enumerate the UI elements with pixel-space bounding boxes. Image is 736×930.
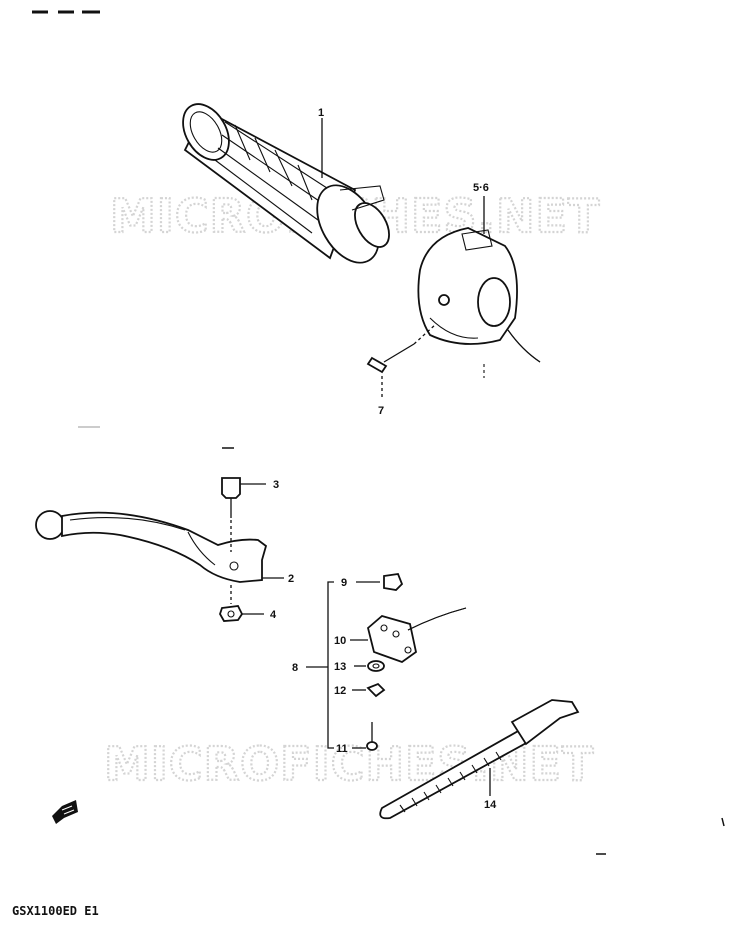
- lock-washer-part: [352, 682, 386, 698]
- callout-1: 1: [318, 107, 324, 119]
- callout-5-6: 5·6: [473, 182, 489, 194]
- callout-4: 4: [270, 609, 277, 621]
- callout-3: 3: [273, 479, 279, 491]
- stop-switch-part: [350, 607, 467, 664]
- pivot-bolt-part: [221, 477, 241, 604]
- washer-part: [354, 660, 385, 672]
- diagram-code: GSX1100ED E1: [12, 904, 99, 918]
- screw-part: [366, 323, 437, 400]
- switch-housing-part: [417, 227, 541, 378]
- nut-part: [219, 605, 244, 622]
- callout-2: 2: [288, 573, 294, 585]
- callout-11: 11: [336, 743, 348, 755]
- clip-part: [356, 573, 404, 591]
- callout-7: 7: [378, 405, 384, 417]
- grip-part: [182, 103, 390, 264]
- callout-9: 9: [341, 577, 347, 589]
- callout-12: 12: [334, 685, 346, 697]
- front-arrow-icon: [52, 800, 78, 824]
- callout-14: 14: [484, 799, 497, 811]
- cable-tie-part: [379, 699, 580, 820]
- assembly-bracket: [306, 581, 334, 749]
- callout-labels: 1 2 3 4 5·6 7 8 9 10 11 12 13 14: [270, 107, 497, 811]
- callout-10: 10: [334, 635, 346, 647]
- brake-lever-part: [35, 510, 268, 583]
- leader-lines: [240, 118, 485, 615]
- callout-8: 8: [292, 662, 298, 674]
- small-screw-part: [352, 722, 378, 751]
- stray-marks: [78, 426, 725, 855]
- callout-13: 13: [334, 661, 346, 673]
